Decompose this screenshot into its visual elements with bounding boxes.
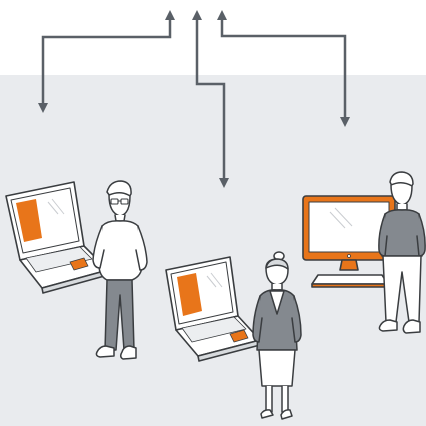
person-young-man-glasses [92, 180, 148, 360]
laptop-icon [5, 181, 109, 294]
desktop-computer-icon [302, 195, 396, 288]
laptop-icon [165, 256, 261, 362]
arrow-connector-right [217, 9, 350, 127]
arrow-connector-middle [192, 9, 229, 188]
person-young-man-shirt [378, 171, 426, 334]
arrow-connector-left [38, 9, 175, 113]
person-woman-jacket [252, 251, 302, 420]
